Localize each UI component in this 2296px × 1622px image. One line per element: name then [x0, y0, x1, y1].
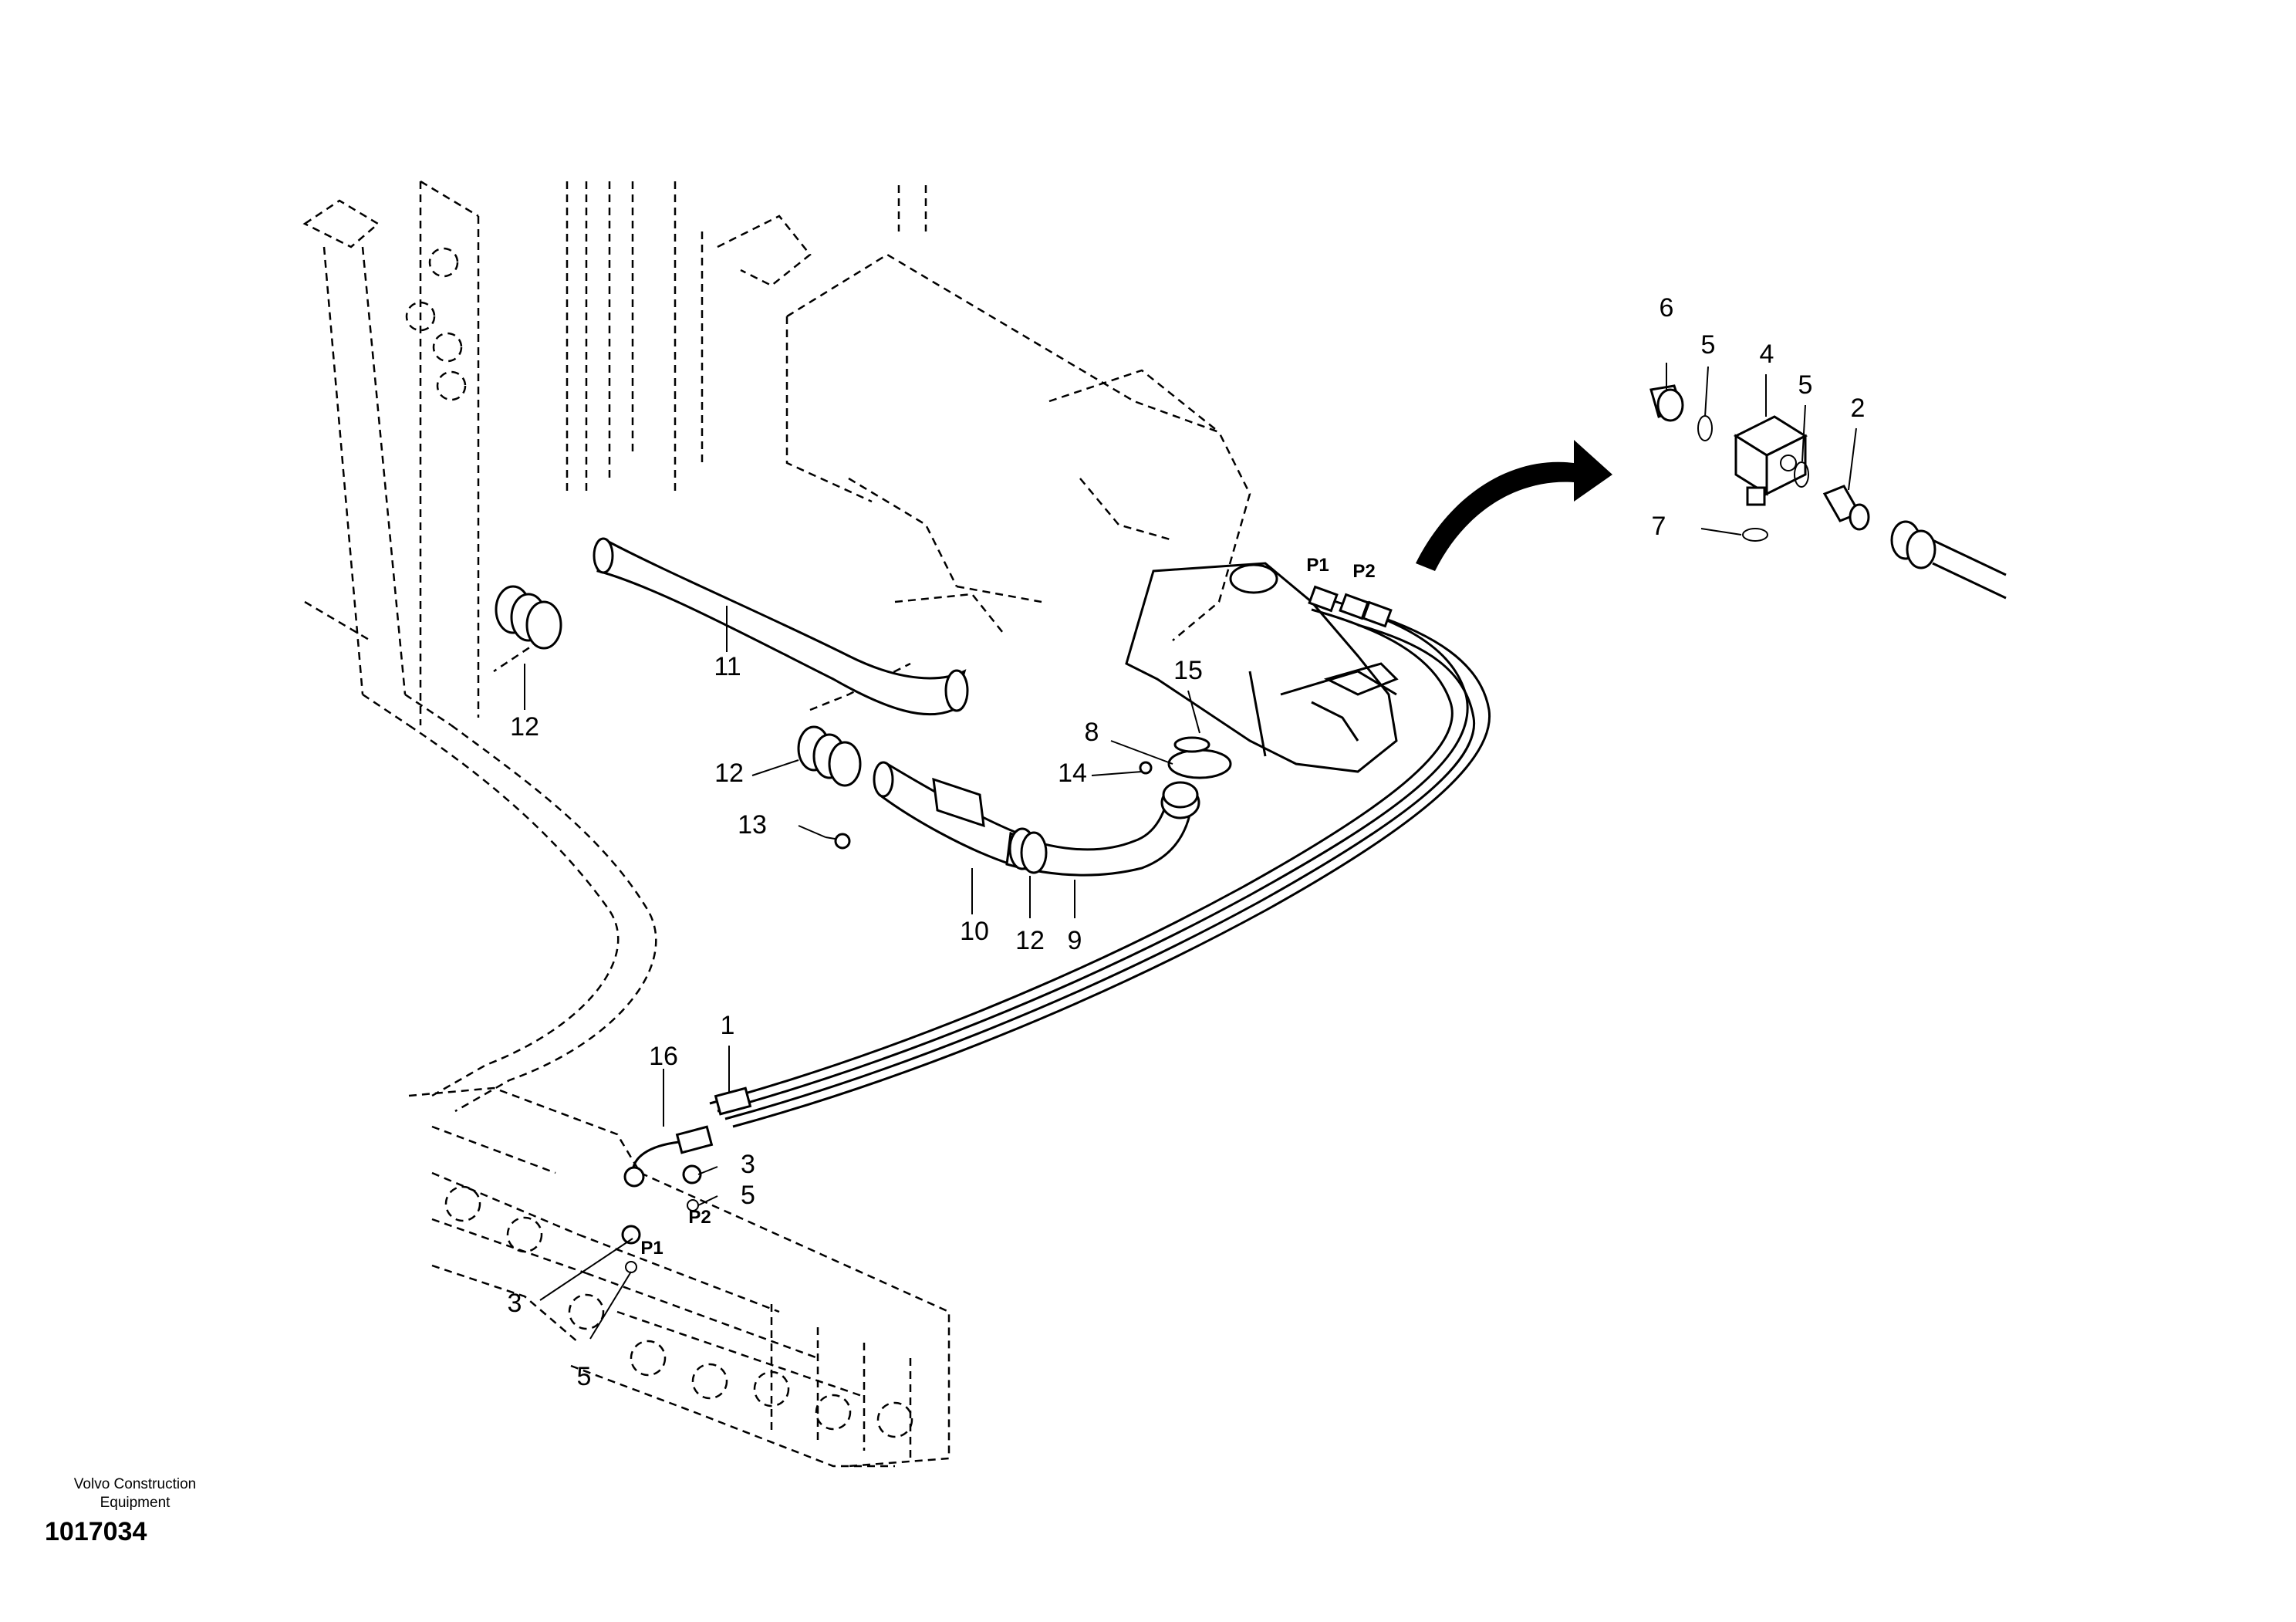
- port-labels: P1 P2 P1 P2: [640, 555, 1375, 1259]
- callout-5d: 5: [577, 1362, 592, 1391]
- brand-line-1: Volvo Construction: [73, 1476, 197, 1492]
- callout-16: 16: [649, 1042, 678, 1071]
- port-p1-lower: P1: [640, 1238, 663, 1259]
- callout-11: 11: [714, 652, 741, 681]
- callout-3b: 3: [508, 1289, 522, 1318]
- callout-15: 15: [1173, 656, 1203, 685]
- hose-11: [593, 537, 969, 716]
- callout-1: 1: [721, 1011, 735, 1040]
- flange-8: [1139, 736, 1232, 779]
- port-p1-upper: P1: [1306, 555, 1329, 576]
- detail-fitting-6: [1649, 384, 1684, 422]
- pipe-10-9: [873, 761, 1200, 877]
- detail-oring-5b: [1794, 461, 1809, 488]
- callout-12a: 12: [510, 712, 539, 742]
- brand-line-2: Equipment: [100, 1495, 171, 1511]
- detail-adapter-2: [1822, 485, 1870, 531]
- hoses-p1-p2: [621, 585, 1491, 1273]
- callout-10: 10: [960, 917, 989, 946]
- clamp-12-middle: [797, 725, 862, 787]
- brand-label: Volvo Construction Equipment: [31, 1475, 239, 1512]
- callout-12b: 12: [714, 759, 744, 788]
- clamp-12-upper: [495, 585, 562, 650]
- callout-7: 7: [1652, 512, 1666, 541]
- detail-hose-end: [1890, 520, 2007, 600]
- detail-oring-7: [1742, 528, 1768, 542]
- callout-12c: 12: [1015, 926, 1045, 955]
- callout-4: 4: [1760, 340, 1774, 369]
- callout-13: 13: [738, 810, 767, 840]
- port-p2-lower: P2: [688, 1207, 711, 1228]
- callout-labels: 1 2 3 3 4 5 5 5 5 6 7 8 9 10 11 12 12 12…: [508, 293, 1866, 1391]
- callout-2: 2: [1851, 394, 1866, 423]
- detail-arrow: [1416, 440, 1612, 571]
- callout-5b: 5: [1798, 370, 1813, 400]
- drawing-number: 1017034: [45, 1517, 147, 1546]
- port-p2-upper: P2: [1352, 561, 1375, 582]
- pump-housing: [1125, 562, 1399, 773]
- machine-outline-dashed: [302, 180, 1251, 1468]
- callout-9: 9: [1068, 926, 1082, 955]
- callout-5a: 5: [1701, 330, 1716, 360]
- callout-8: 8: [1085, 718, 1099, 747]
- callout-3: 3: [741, 1150, 755, 1179]
- bolt-13: [825, 833, 851, 850]
- callout-14: 14: [1058, 759, 1087, 788]
- callout-6: 6: [1660, 293, 1674, 323]
- detail-sensor-4: [1733, 415, 1808, 506]
- callout-5c: 5: [741, 1181, 755, 1210]
- detail-oring-5a: [1697, 415, 1713, 441]
- leader-lines: [524, 363, 1857, 1340]
